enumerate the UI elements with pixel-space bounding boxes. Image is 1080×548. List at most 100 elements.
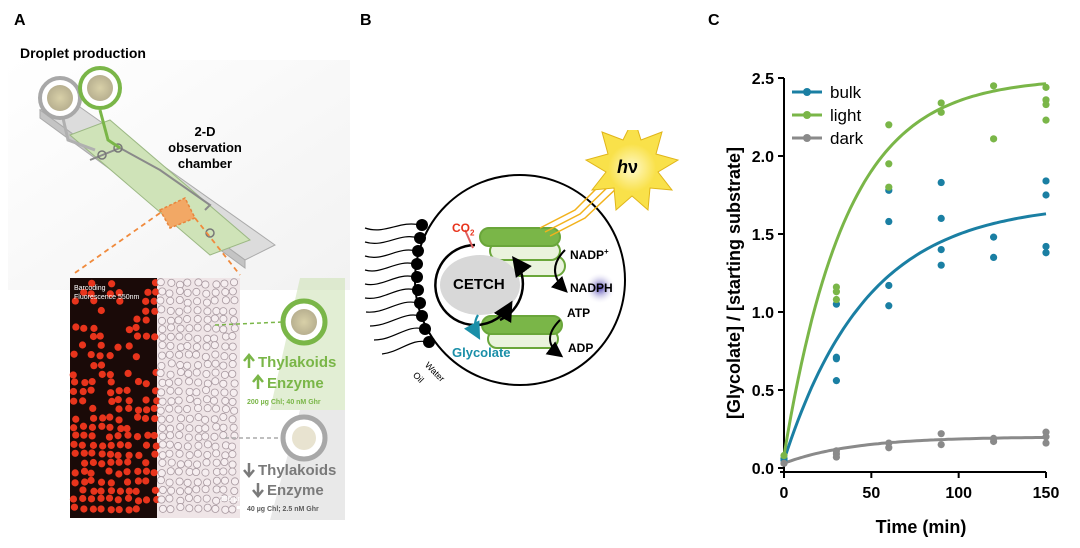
brightfield-droplet bbox=[202, 289, 211, 298]
brightfield-droplet bbox=[184, 333, 193, 342]
brightfield-droplet bbox=[228, 342, 237, 351]
brightfield-droplet bbox=[183, 442, 192, 451]
arrow-down-thylakoids bbox=[243, 463, 255, 478]
data-point-bulk bbox=[885, 281, 893, 290]
fluorescent-droplet bbox=[106, 371, 114, 379]
brightfield-droplet bbox=[174, 387, 183, 396]
fluorescent-droplet bbox=[79, 397, 87, 405]
fluorescent-droplet bbox=[89, 458, 97, 467]
brightfield-droplet bbox=[219, 413, 228, 422]
data-point-dark bbox=[990, 434, 998, 442]
fluorescent-droplet bbox=[116, 297, 124, 305]
brightfield-droplet bbox=[157, 316, 166, 325]
brightfield-droplet bbox=[212, 476, 221, 485]
brightfield-droplet bbox=[210, 334, 219, 343]
fluorescent-droplet bbox=[80, 467, 89, 475]
fluorescent-droplet bbox=[88, 279, 96, 287]
brightfield-droplet bbox=[220, 494, 229, 503]
brightfield-droplet bbox=[230, 486, 239, 495]
fluorescent-droplet bbox=[116, 487, 125, 495]
high-droplet bbox=[280, 298, 328, 346]
brightfield-droplet bbox=[194, 433, 203, 442]
brightfield-droplet bbox=[228, 415, 237, 424]
fluorescent-droplet bbox=[123, 468, 131, 476]
brightfield-droplet bbox=[175, 449, 184, 458]
data-point-bulk bbox=[937, 214, 945, 222]
high-conditions: 200 µg Chl; 40 nM Ghr bbox=[247, 399, 321, 406]
brightfield-droplet bbox=[202, 494, 211, 503]
atp-label: ATP bbox=[567, 306, 591, 320]
fluorescent-droplet bbox=[107, 506, 115, 514]
hv-nu: ν bbox=[628, 157, 639, 177]
arrow-up-enzyme bbox=[252, 374, 264, 389]
fluorescent-droplet bbox=[153, 397, 161, 405]
fluorescent-droplet bbox=[114, 396, 122, 404]
micro-label: Barcoding Fluorescence 550nm bbox=[74, 284, 139, 302]
brightfield-droplet bbox=[192, 350, 201, 359]
fluorescent-droplet bbox=[124, 369, 132, 378]
fluorescent-droplet bbox=[150, 431, 158, 440]
data-point-light bbox=[1042, 96, 1050, 104]
brightfield-droplet bbox=[194, 404, 203, 413]
fluorescent-droplet bbox=[70, 440, 78, 448]
x-tick-label: 0 bbox=[780, 485, 789, 502]
brightfield-droplet bbox=[203, 440, 212, 449]
fluorescent-droplet bbox=[70, 378, 79, 386]
fluorescent-droplet bbox=[132, 505, 140, 513]
fluorescent-droplet bbox=[90, 324, 98, 332]
fluorescent-droplet bbox=[106, 450, 115, 458]
brightfield-droplet bbox=[229, 316, 238, 325]
data-point-bulk bbox=[937, 246, 945, 254]
fluorescent-droplet bbox=[81, 459, 89, 467]
fluorescent-droplet bbox=[88, 377, 96, 386]
fluorescent-droplet bbox=[99, 414, 107, 422]
fluorescent-droplet bbox=[89, 332, 98, 341]
scale-bar bbox=[237, 506, 251, 509]
brightfield-droplet bbox=[220, 279, 229, 288]
atp-arrow bbox=[545, 319, 564, 358]
legend-marker-dark bbox=[803, 134, 811, 142]
fluorescent-droplet bbox=[69, 371, 77, 379]
micro-label-line1: Barcoding bbox=[74, 285, 106, 292]
brightfield-droplet bbox=[212, 280, 221, 289]
fluorescent-droplet bbox=[96, 332, 104, 340]
data-point-light bbox=[1042, 83, 1050, 91]
fluorescent-droplet bbox=[135, 451, 143, 459]
fluorescent-droplet bbox=[115, 416, 123, 424]
fluorescent-droplet bbox=[107, 378, 115, 386]
fluorescent-droplet bbox=[89, 404, 97, 412]
fluorescent-droplet bbox=[69, 387, 78, 396]
fluorescent-droplet bbox=[150, 297, 158, 305]
fluorescent-droplet bbox=[98, 370, 106, 378]
brightfield-droplet bbox=[219, 325, 228, 334]
brightfield-droplet bbox=[203, 503, 212, 512]
brightfield-droplet bbox=[175, 332, 184, 341]
brightfield-droplet bbox=[219, 467, 228, 476]
brightfield-droplet bbox=[183, 341, 192, 350]
fluorescent-droplet bbox=[114, 432, 122, 440]
brightfield-droplet bbox=[201, 468, 210, 477]
brightfield-droplet bbox=[165, 404, 174, 413]
fluorescent-droplet bbox=[115, 470, 123, 478]
fluorescent-droplet bbox=[108, 280, 116, 288]
data-point-light bbox=[990, 82, 998, 90]
brightfield-droplet bbox=[183, 298, 192, 307]
brightfield-droplet bbox=[228, 307, 237, 316]
brightfield-droplet bbox=[185, 395, 194, 404]
brightfield-droplet bbox=[230, 406, 239, 415]
brightfield-droplet bbox=[156, 296, 165, 305]
brightfield-droplet bbox=[220, 370, 229, 379]
data-point-dark bbox=[1042, 439, 1050, 447]
fluorescent-droplet bbox=[80, 288, 88, 297]
brightfield-droplet bbox=[192, 468, 201, 477]
fluorescent-droplet bbox=[144, 431, 152, 439]
brightfield-droplet bbox=[157, 388, 166, 397]
brightfield-droplet bbox=[193, 315, 202, 324]
brightfield-droplet bbox=[158, 458, 167, 467]
brightfield-droplet bbox=[183, 405, 192, 414]
inlet-droplet-gray bbox=[38, 76, 82, 120]
brightfield-droplet bbox=[210, 296, 219, 305]
fluorescent-droplet bbox=[71, 479, 79, 487]
brightfield-droplet bbox=[174, 467, 183, 476]
